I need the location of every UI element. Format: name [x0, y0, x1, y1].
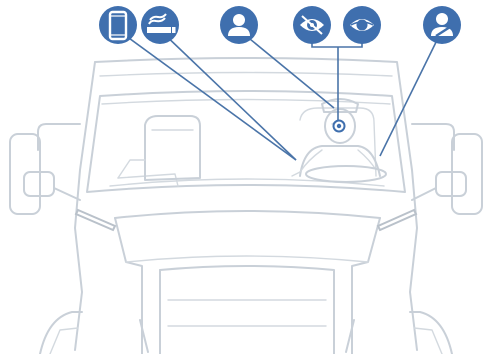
- seatbelt-person-icon: [423, 6, 461, 44]
- passenger-armrest: [118, 160, 145, 178]
- person-icon: [220, 6, 258, 44]
- cigarette-icon: [141, 6, 179, 44]
- right-mirror-arm: [412, 124, 454, 150]
- right-wheel-arch: [414, 328, 442, 354]
- hood-top: [115, 211, 380, 218]
- hood-crease: [126, 256, 368, 262]
- smartphone-icon: [99, 6, 137, 44]
- right-mirror: [452, 134, 482, 214]
- steering-wheel: [306, 166, 386, 182]
- leader-eyes: [312, 43, 362, 126]
- truck-outline: [10, 58, 482, 354]
- driver-torso: [300, 146, 380, 176]
- grille-top: [160, 266, 334, 354]
- left-wiper: [76, 210, 115, 230]
- hood-right: [352, 218, 380, 354]
- eye-closed-icon: [343, 6, 381, 44]
- eye-target-dot: [337, 124, 341, 128]
- cab-left-edge: [75, 62, 95, 350]
- right-wiper: [378, 210, 416, 230]
- left-wheel-arch: [50, 328, 78, 354]
- hood-left: [115, 218, 142, 354]
- right-mirror-strut: [412, 188, 436, 200]
- left-mirror-arm: [38, 124, 80, 150]
- roof-line: [100, 73, 392, 77]
- left-mirror-strut: [54, 188, 80, 200]
- leader-seatbelt: [380, 30, 442, 156]
- leader-smoking: [160, 30, 296, 160]
- eye-open-icon: [293, 6, 331, 44]
- passenger-seat: [145, 116, 200, 180]
- leader-lines: [118, 30, 442, 160]
